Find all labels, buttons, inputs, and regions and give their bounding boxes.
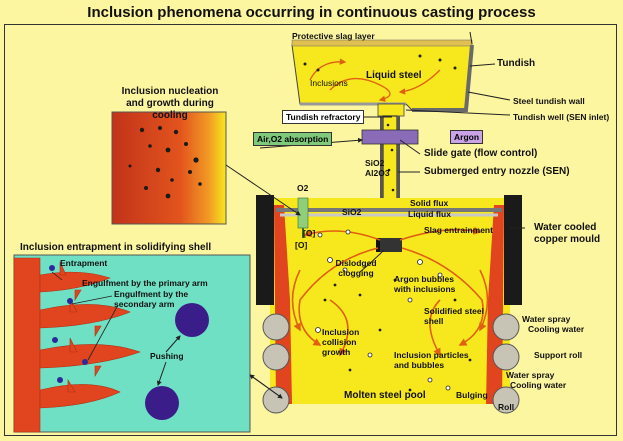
- o2-injection: [297, 197, 309, 229]
- engulf-secondary-label: Engulfment by the secondary arm: [114, 289, 189, 309]
- nucleation-title: Inclusion nucleation and growth during c…: [121, 86, 219, 121]
- molten-pool-label: Molten steel pool: [344, 390, 426, 401]
- entrapment-label: Entrapment: [60, 258, 108, 268]
- rolls: [262, 313, 520, 414]
- copper-mould-right: [504, 195, 522, 305]
- tundish-refractory-tag: Tundish refractory: [282, 110, 365, 124]
- diagram-frame: [4, 24, 617, 436]
- bulging-label: Bulging: [456, 390, 488, 400]
- argon-tag: Argon: [450, 130, 484, 144]
- inclusions-label: Inclusions: [310, 78, 348, 88]
- roll-label: Roll: [498, 402, 515, 412]
- protective-slag-label: Protective slag layer: [292, 31, 375, 41]
- al2o3-label: Al2O3: [365, 168, 390, 178]
- solid-flux-label: Solid flux: [410, 198, 449, 208]
- liquid-steel-label: Liquid steel: [366, 70, 422, 81]
- entrapment-panel-title: Inclusion entrapment in solidifying shel…: [20, 242, 212, 253]
- water-spray-2-label: Water spray: [506, 370, 555, 380]
- slag-entrainment-label: Slag entrainment: [424, 225, 493, 235]
- nucleation-panel: [111, 111, 227, 225]
- steel-tundish-wall-label: Steel tundish wall: [513, 96, 585, 106]
- o-top-label: [O]: [303, 228, 316, 238]
- argon-bubbles-label: Argon bubbles with inclusions: [394, 274, 456, 294]
- flow-arrows: [291, 226, 489, 357]
- tundish-well-label: Tundish well (SEN inlet): [513, 112, 610, 122]
- cooling-water-1-label: Cooling water: [528, 324, 585, 334]
- cooling-water-2-label: Cooling water: [510, 380, 567, 390]
- particles-bubbles-label: Inclusion particles and bubbles: [394, 350, 469, 370]
- diagram-title: Inclusion phenomena occurring in continu…: [87, 4, 536, 21]
- engulf-primary-label: Engulfment by the primary arm: [82, 278, 208, 288]
- steel-tundish-wall: [412, 44, 474, 112]
- inclusion-dots: [303, 54, 472, 392]
- copper-mould-left: [256, 195, 274, 305]
- dislodged-clogging-label: Dislodged clogging: [335, 258, 377, 278]
- connectors: [225, 31, 525, 399]
- slide-gate-label: Slide gate (flow control): [424, 148, 538, 159]
- water-spray-1-label: Water spray: [522, 314, 571, 324]
- sio2-mould-label: SiO2: [342, 207, 362, 217]
- solidified-shell-label: Solidified steel shell: [424, 306, 484, 326]
- tundish-label: Tundish: [497, 58, 536, 69]
- entrapment-panel: [13, 254, 251, 433]
- air-o2-tag: Air,O2 absorption: [253, 132, 333, 146]
- slide-gate: [361, 129, 419, 145]
- water-cooled-mould-label: Water cooled copper mould: [534, 222, 601, 245]
- sio2-label: SiO2: [365, 158, 385, 168]
- o2-label: O2: [297, 183, 309, 193]
- collision-label: Inclusion collision growth: [322, 327, 360, 357]
- liquid-flux-label: Liquid flux: [408, 209, 451, 219]
- o-left-label: [O]: [295, 240, 308, 250]
- support-roll-label: Support roll: [534, 350, 583, 360]
- pushing-label: Pushing: [150, 351, 184, 361]
- bubbles: [315, 229, 451, 391]
- sen-label: Submerged entry nozzle (SEN): [424, 166, 570, 177]
